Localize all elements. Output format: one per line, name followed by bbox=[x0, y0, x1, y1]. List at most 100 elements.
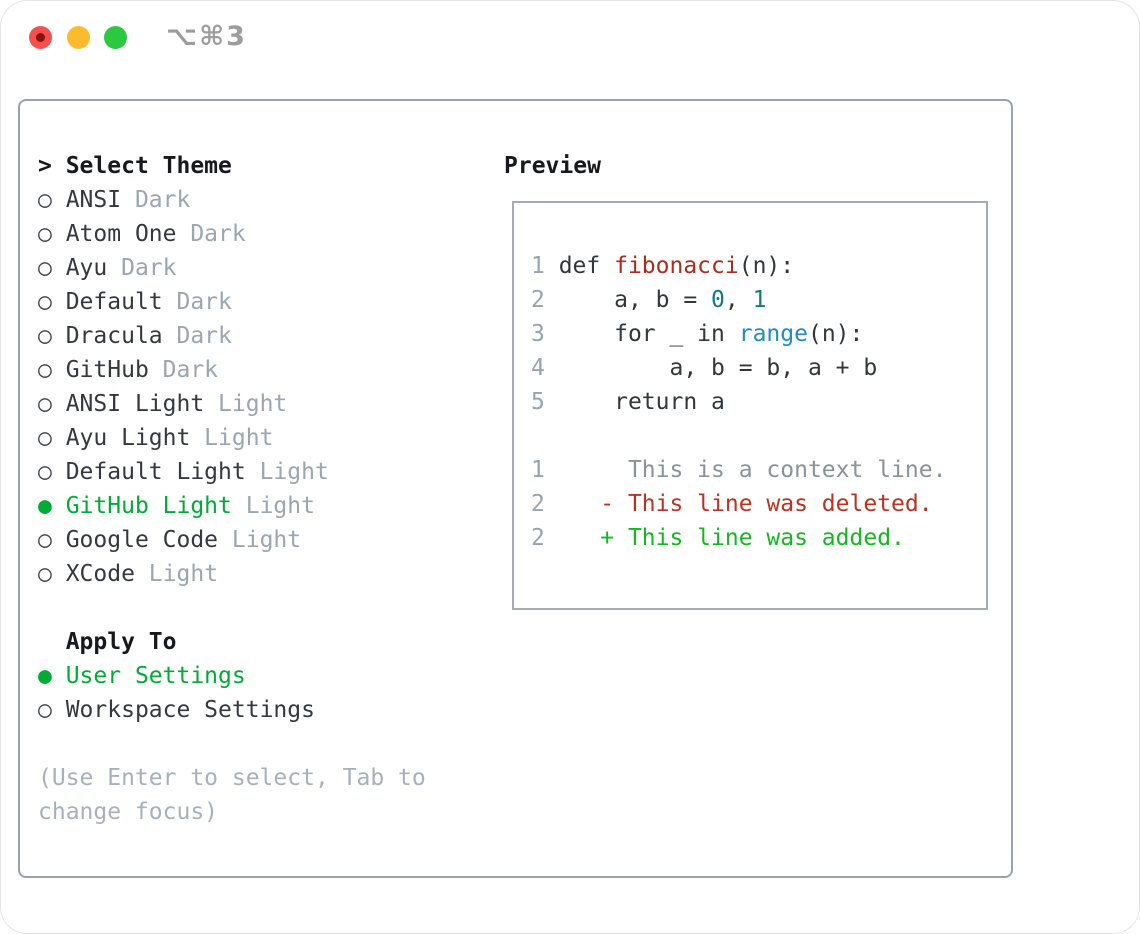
code-segment: fibonacci bbox=[614, 253, 739, 279]
theme-option-xcode-light[interactable]: ○ XCode Light bbox=[38, 557, 426, 591]
theme-variant-tag: Light bbox=[190, 425, 274, 451]
radio-icon: ○ bbox=[38, 221, 66, 247]
code-segment: - This line was deleted. bbox=[558, 491, 933, 517]
theme-variant-tag: Dark bbox=[148, 357, 219, 383]
radio-icon: ○ bbox=[38, 425, 66, 451]
theme-option-ansi-light-light[interactable]: ○ ANSI Light Light bbox=[38, 387, 426, 421]
radio-icon: ○ bbox=[38, 323, 66, 349]
code-line: 3 for _ in range(n): bbox=[531, 317, 986, 351]
hint-line: (Use Enter to select, Tab to bbox=[38, 765, 426, 791]
radio-icon: ○ bbox=[38, 289, 66, 315]
code-line: 1 def fibonacci(n): bbox=[531, 249, 986, 283]
hint-line: change focus) bbox=[38, 799, 219, 825]
theme-selector-panel: > Select Theme ○ ANSI Dark○ Atom One Dar… bbox=[18, 99, 1013, 878]
theme-option-ayu-dark[interactable]: ○ Ayu Dark bbox=[38, 251, 426, 285]
radio-icon: ○ bbox=[38, 357, 66, 383]
line-number: 1 bbox=[531, 253, 559, 279]
theme-list-pane: > Select Theme ○ ANSI Dark○ Atom One Dar… bbox=[38, 149, 426, 829]
code-segment: for _ in bbox=[558, 321, 739, 347]
apply-option-user-settings[interactable]: ● User Settings bbox=[38, 659, 426, 693]
radio-icon: ● bbox=[38, 663, 66, 689]
theme-name: ANSI bbox=[65, 187, 122, 213]
theme-variant-tag: Light bbox=[218, 527, 302, 553]
code-segment: 1 bbox=[752, 287, 767, 313]
theme-name: Google Code bbox=[65, 527, 219, 553]
theme-name: GitHub bbox=[65, 357, 149, 383]
theme-name: Default bbox=[65, 289, 163, 315]
theme-option-ayu-light-light[interactable]: ○ Ayu Light Light bbox=[38, 421, 426, 455]
code-segment: a, b = bbox=[558, 287, 712, 313]
theme-option-default-dark[interactable]: ○ Default Dark bbox=[38, 285, 426, 319]
theme-option-dracula-dark[interactable]: ○ Dracula Dark bbox=[38, 319, 426, 353]
line-number: 5 bbox=[531, 389, 559, 415]
theme-name: Default Light bbox=[65, 459, 246, 485]
theme-name: Ayu Light bbox=[65, 425, 191, 451]
line-number: 1 bbox=[531, 457, 559, 483]
theme-option-atom-one-dark[interactable]: ○ Atom One Dark bbox=[38, 217, 426, 251]
theme-variant-tag: Dark bbox=[162, 323, 232, 349]
line-number: 2 bbox=[531, 287, 559, 313]
code-line: 5 return a bbox=[531, 385, 986, 419]
theme-variant-tag: Light bbox=[204, 391, 288, 417]
code-segment: a, b = b, a + b bbox=[558, 355, 878, 381]
apply-to-header: Apply To bbox=[38, 625, 426, 659]
minimize-button[interactable] bbox=[67, 26, 90, 49]
preview-header: Preview bbox=[504, 153, 601, 179]
code-line: 2 a, b = 0, 1 bbox=[531, 283, 986, 317]
code-line: 4 a, b = b, a + b bbox=[531, 351, 986, 385]
apply-option-workspace-settings[interactable]: ○ Workspace Settings bbox=[38, 693, 426, 727]
focus-caret: > bbox=[38, 153, 66, 179]
theme-option-github-light-light[interactable]: ● GitHub Light Light bbox=[38, 489, 426, 523]
theme-variant-tag: Light bbox=[231, 493, 315, 519]
theme-name: ANSI Light bbox=[65, 391, 205, 417]
radio-icon: ○ bbox=[38, 527, 66, 553]
theme-option-google-code-light[interactable]: ○ Google Code Light bbox=[38, 523, 426, 557]
theme-variant-tag: Dark bbox=[121, 187, 191, 213]
line-number: 2 bbox=[531, 491, 559, 517]
theme-list: ○ ANSI Dark○ Atom One Dark○ Ayu Dark○ De… bbox=[38, 183, 426, 591]
select-theme-label: Select Theme bbox=[65, 153, 232, 179]
theme-variant-tag: Dark bbox=[176, 221, 246, 247]
code-segment: return a bbox=[558, 389, 725, 415]
close-button[interactable] bbox=[29, 26, 52, 49]
select-theme-header: > Select Theme bbox=[38, 149, 426, 183]
radio-icon: ○ bbox=[38, 391, 66, 417]
spacer bbox=[38, 591, 426, 625]
apply-option-label: Workspace Settings bbox=[65, 697, 315, 723]
theme-variant-tag: Light bbox=[134, 561, 219, 587]
spacer bbox=[38, 727, 426, 761]
theme-variant-tag: Dark bbox=[162, 289, 232, 315]
code-segment: range bbox=[738, 321, 808, 347]
line-number: 3 bbox=[531, 321, 559, 347]
radio-icon: ● bbox=[38, 493, 66, 519]
line-number: 4 bbox=[531, 355, 559, 381]
radio-icon: ○ bbox=[38, 697, 66, 723]
title-bar: ⌥⌘3 bbox=[0, 0, 1140, 75]
radio-icon: ○ bbox=[38, 459, 66, 485]
apply-to-label: Apply To bbox=[65, 629, 177, 655]
code-line: 2 + This line was added. bbox=[531, 521, 986, 555]
theme-option-github-dark[interactable]: ○ GitHub Dark bbox=[38, 353, 426, 387]
theme-option-ansi-dark[interactable]: ○ ANSI Dark bbox=[38, 183, 426, 217]
code-segment: This is a context line. bbox=[558, 457, 947, 483]
code-line: 2 - This line was deleted. bbox=[531, 487, 986, 521]
theme-name: Ayu bbox=[65, 255, 108, 281]
theme-option-default-light-light[interactable]: ○ Default Light Light bbox=[38, 455, 426, 489]
zoom-button[interactable] bbox=[104, 26, 127, 49]
apply-option-label: User Settings bbox=[65, 663, 246, 689]
code-segment: def bbox=[558, 253, 615, 279]
radio-icon: ○ bbox=[38, 561, 66, 587]
apply-to-list: ● User Settings○ Workspace Settings bbox=[38, 659, 426, 727]
theme-name: Atom One bbox=[65, 221, 177, 247]
keyboard-hint: (Use Enter to select, Tab to change focus… bbox=[38, 761, 426, 829]
code-segment: + This line was added. bbox=[558, 525, 905, 551]
theme-variant-tag: Dark bbox=[107, 255, 177, 281]
code-line: 1 This is a context line. bbox=[531, 453, 986, 487]
theme-name: Dracula bbox=[65, 323, 163, 349]
line-number: 2 bbox=[531, 525, 559, 551]
code-segment: , bbox=[724, 287, 753, 313]
radio-icon: ○ bbox=[38, 255, 66, 281]
